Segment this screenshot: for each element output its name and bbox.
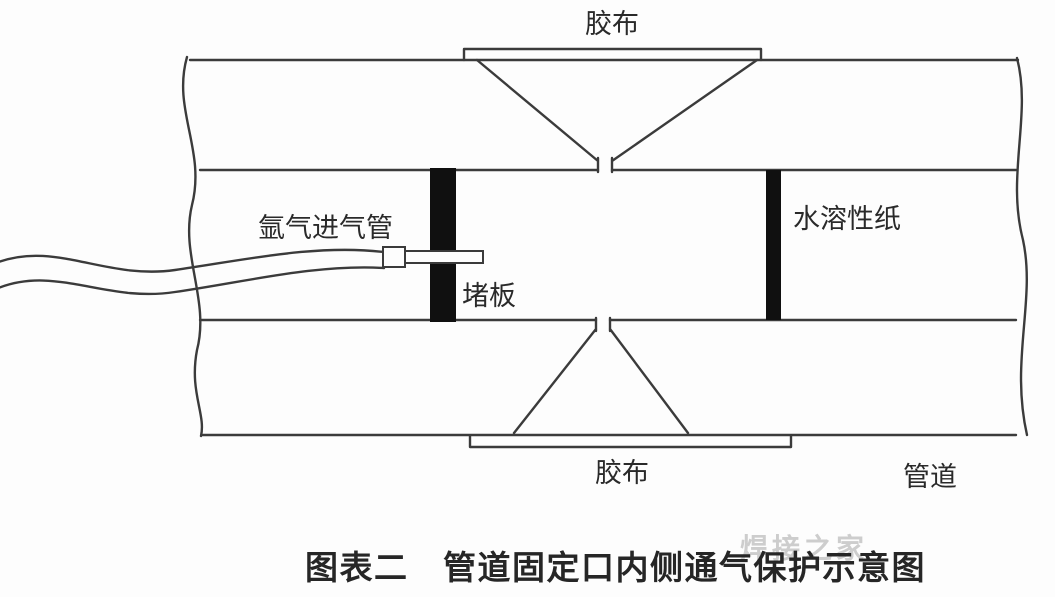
tape-bottom-line bbox=[468, 434, 793, 449]
weld-groove-top bbox=[475, 58, 759, 174]
water-soluble-paper bbox=[766, 170, 781, 320]
pipe-right-break-edge bbox=[1015, 56, 1029, 437]
figure-caption: 图表二 管道固定口内侧通气保护示意图 bbox=[305, 549, 926, 586]
label-water-soluble-paper: 水溶性纸 bbox=[793, 204, 901, 234]
plug-plate bbox=[430, 168, 456, 322]
argon-inlet-tube bbox=[0, 248, 386, 296]
label-argon-inlet: 氩气进气管 bbox=[258, 213, 393, 243]
label-pipe: 管道 bbox=[903, 462, 957, 492]
argon-tube-connector bbox=[382, 246, 406, 268]
label-tape-top: 胶布 bbox=[585, 9, 639, 39]
watermark-text: 焊接之家 bbox=[740, 533, 869, 564]
label-tape-bottom: 胶布 bbox=[595, 458, 649, 488]
tape-top-line bbox=[462, 47, 763, 62]
pipe-left-break-edge bbox=[182, 55, 204, 438]
label-plug-plate: 堵板 bbox=[462, 281, 516, 311]
weld-groove-bottom bbox=[512, 316, 690, 435]
argon-tube-nozzle bbox=[402, 250, 484, 264]
